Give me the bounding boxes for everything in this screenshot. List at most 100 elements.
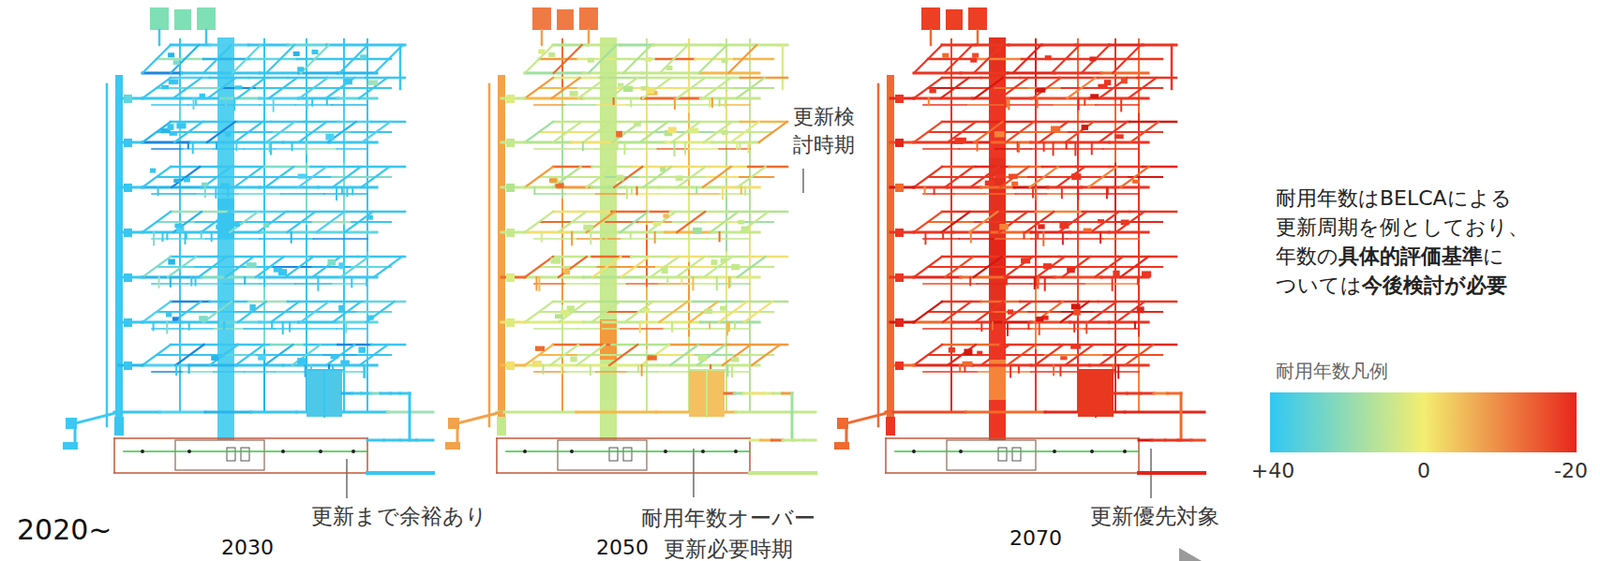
pipe [263, 287, 266, 350]
pipe [627, 148, 658, 150]
pipe [1111, 277, 1114, 291]
pipe [980, 185, 1015, 189]
pipe [488, 84, 492, 427]
equipment [215, 224, 226, 230]
pipe [663, 328, 707, 330]
equipment [971, 53, 979, 59]
pipe [524, 166, 554, 188]
pipe [1066, 148, 1103, 150]
pipe [560, 365, 563, 374]
pipe [583, 72, 643, 75]
pipe [229, 211, 258, 233]
pipe [210, 232, 213, 241]
pipe [343, 58, 391, 61]
pipe [524, 211, 554, 233]
equipment [647, 355, 658, 360]
note-text: 年数の [1275, 244, 1339, 269]
pipe [724, 392, 734, 396]
valve-dot [701, 449, 705, 454]
pipe [561, 358, 564, 413]
pipe [265, 166, 294, 188]
pipe [209, 76, 250, 80]
equipment [668, 127, 677, 135]
equipment [327, 259, 336, 267]
leader-line [345, 459, 347, 499]
pipe [913, 275, 961, 279]
equipment [617, 83, 624, 88]
pipe [291, 142, 294, 150]
equipment [995, 174, 1006, 179]
equipment [246, 262, 257, 269]
pipe [367, 439, 385, 443]
pipe [248, 76, 288, 80]
pipe [591, 185, 626, 189]
equipment [506, 138, 515, 148]
pipe [1103, 238, 1139, 240]
equipment [217, 400, 235, 441]
pipe [557, 211, 586, 233]
pipe [215, 142, 218, 150]
equipment [165, 313, 172, 318]
equipment [703, 309, 713, 315]
pipe [1165, 439, 1179, 443]
pipe [287, 300, 328, 304]
pipe [953, 320, 993, 324]
pipe [943, 44, 972, 74]
equipment [962, 361, 973, 367]
pipe [561, 146, 564, 200]
equipment [1011, 181, 1018, 187]
equipment [1071, 303, 1081, 310]
pipe [1021, 131, 1069, 134]
pipe [718, 98, 721, 106]
pipe [663, 238, 707, 240]
equipment [583, 224, 593, 231]
equipment [741, 226, 750, 233]
door [240, 448, 250, 462]
pipe [209, 344, 239, 366]
pipe [287, 76, 328, 80]
pipe [327, 44, 367, 47]
pipe [170, 76, 210, 80]
pipe [747, 255, 788, 259]
pipe [1128, 77, 1157, 99]
pipe [1081, 185, 1116, 189]
pipe [538, 266, 599, 269]
pipe [400, 439, 418, 443]
valve-dot [958, 449, 963, 454]
callout-label: 更新まで余裕あり [311, 504, 488, 531]
pipe [571, 230, 619, 234]
pipe [351, 131, 391, 134]
equipment [297, 358, 307, 365]
legend-tick-label: +40 [1251, 459, 1295, 483]
machine-room [946, 440, 1036, 471]
pipe [201, 275, 261, 279]
pipe [1112, 44, 1141, 74]
equipment [837, 418, 849, 430]
pipe [187, 142, 190, 149]
pipe [189, 140, 237, 144]
pipe [565, 283, 597, 285]
pipe [958, 238, 995, 240]
pipe [1126, 392, 1140, 396]
pipe [672, 142, 675, 156]
equipment [506, 183, 515, 193]
pipe [726, 365, 729, 376]
pipe [456, 429, 460, 443]
pipe [158, 277, 161, 288]
pipe [687, 104, 719, 106]
equipment [968, 7, 987, 30]
pipe [735, 411, 816, 415]
pipe [1042, 44, 1077, 47]
pipe [305, 142, 308, 154]
pipe [1099, 232, 1102, 243]
pipe [1108, 140, 1149, 144]
equipment [359, 54, 367, 60]
equipment [957, 137, 967, 144]
pipe [725, 199, 728, 254]
pipe [1047, 185, 1082, 189]
valve-dot [569, 449, 574, 454]
pipe [620, 328, 664, 330]
valve-dot [1090, 449, 1094, 454]
equipment [330, 355, 339, 360]
pipe [1120, 98, 1122, 111]
